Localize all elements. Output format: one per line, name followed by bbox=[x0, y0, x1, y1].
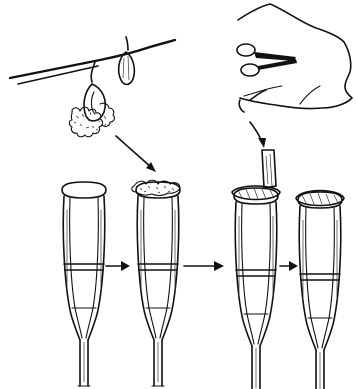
arrow-fabric-to-strip bbox=[250, 122, 266, 148]
cocoon-stem bbox=[126, 37, 128, 50]
crutch-1 bbox=[62, 182, 106, 386]
scissors-blade-top bbox=[254, 52, 296, 61]
crutch-2-cocoon-padded bbox=[132, 180, 180, 386]
fluff-texture bbox=[74, 112, 106, 130]
fabric-and-scissors bbox=[237, 4, 352, 112]
arrow-crutch-1-to-2 bbox=[106, 261, 130, 271]
arrow-crutch-3-to-4 bbox=[280, 261, 298, 271]
arrow-head-4 bbox=[214, 261, 224, 271]
strip-body bbox=[262, 150, 276, 188]
finished-wrap-texture bbox=[302, 193, 338, 204]
fabric-fold-2 bbox=[300, 86, 320, 104]
twig-with-cocoons bbox=[10, 37, 175, 137]
arrow-head-3 bbox=[121, 261, 130, 271]
cocoon-inner-line bbox=[91, 92, 95, 114]
crutch-4-wrapped bbox=[296, 191, 344, 389]
cocoon-pad-texture bbox=[140, 186, 174, 193]
twig-stem bbox=[91, 62, 95, 82]
crutch-3-wrapping bbox=[232, 186, 280, 389]
arrow-crutch-2-to-3 bbox=[184, 261, 224, 271]
small-cocoon bbox=[119, 52, 135, 84]
arrow-head-2 bbox=[258, 138, 266, 148]
fabric-strip bbox=[262, 150, 276, 188]
scissors-blade-bottom bbox=[258, 59, 297, 70]
arrow-head-5 bbox=[289, 261, 298, 271]
arrow-shaft-1 bbox=[116, 136, 152, 168]
opened-cocoon bbox=[84, 84, 105, 121]
scissors-icon bbox=[237, 44, 297, 76]
scissors-pivot bbox=[261, 59, 264, 62]
small-cocoon-shading bbox=[123, 56, 129, 80]
arrow-cocoon-to-crutch bbox=[116, 136, 156, 172]
scissors-handle-top bbox=[237, 44, 255, 56]
scissors-handle-bottom bbox=[241, 64, 259, 76]
strip-shading bbox=[266, 154, 272, 186]
strip-top bbox=[239, 100, 244, 112]
